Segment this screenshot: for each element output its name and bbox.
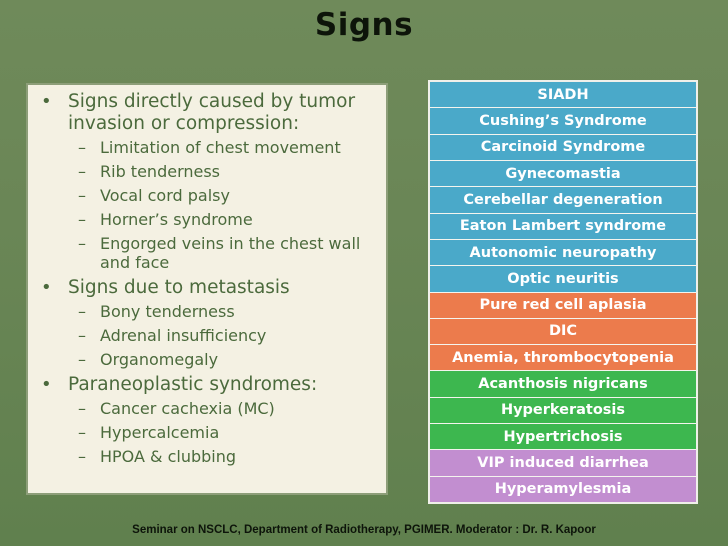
bullet-item: • Signs directly caused by tumor invasio… [38,91,378,272]
syndrome-row: Optic neuritis [430,266,696,293]
sub-item-text: Hypercalcemia [100,423,220,442]
syndrome-row: Acanthosis nigricans [430,371,696,398]
sub-item-text: Cancer cachexia (MC) [100,399,275,418]
sub-item: –Adrenal insufficiency [68,326,378,345]
syndrome-row: Carcinoid Syndrome [430,134,696,161]
syndrome-row: Cerebellar degeneration [430,187,696,214]
paraneoplastic-syndromes-table: SIADH Cushing’s Syndrome Carcinoid Syndr… [428,80,698,504]
syndrome-row: Anemia, thrombocytopenia [430,345,696,372]
sub-list: –Bony tenderness –Adrenal insufficiency … [68,302,378,369]
dash-icon: – [78,138,86,157]
sub-item-text: Engorged veins in the chest wall and fac… [100,234,361,272]
sub-item: –Organomegaly [68,350,378,369]
sub-list: –Limitation of chest movement –Rib tende… [68,138,378,272]
dash-icon: – [78,447,86,466]
bullet-item: • Signs due to metastasis –Bony tenderne… [38,277,378,369]
syndrome-row: Eaton Lambert syndrome [430,213,696,240]
bullet-icon: • [41,374,52,395]
syndrome-row: Pure red cell aplasia [430,292,696,319]
syndrome-row: Cushing’s Syndrome [430,108,696,135]
dash-icon: – [78,234,86,253]
syndrome-row: DIC [430,318,696,346]
syndrome-row: VIP induced diarrhea [430,450,696,477]
sub-item-text: Organomegaly [100,350,219,369]
bullet-text: Paraneoplastic syndromes: [68,374,318,395]
sub-item-text: Bony tenderness [100,302,235,321]
slide-footer: Seminar on NSCLC, Department of Radiothe… [132,524,596,536]
dash-icon: – [78,162,86,181]
dash-icon: – [78,186,86,205]
sub-item-text: Horner’s syndrome [100,210,253,229]
sub-item: –HPOA & clubbing [68,447,378,466]
syndrome-row: Hyperkeratosis [430,397,696,425]
sub-item-text: Vocal cord palsy [100,186,230,205]
sub-item: –Hypercalcemia [68,423,378,442]
slide-title: Signs [314,7,414,43]
syndrome-row: Hypertrichosis [430,424,696,451]
bullet-item: • Paraneoplastic syndromes: –Cancer cach… [38,374,378,466]
sub-item: –Horner’s syndrome [68,210,378,229]
sub-item-text: Limitation of chest movement [100,138,341,157]
sub-item: –Vocal cord palsy [68,186,378,205]
dash-icon: – [78,399,86,418]
sub-item: –Rib tenderness [68,162,378,181]
sub-item: –Limitation of chest movement [68,138,378,157]
sub-list: –Cancer cachexia (MC) –Hypercalcemia –HP… [68,399,378,466]
bullet-text: Signs directly caused by tumor invasion … [68,91,356,134]
bullet-text: Signs due to metastasis [68,277,290,298]
bullet-icon: • [41,91,52,112]
signs-list-panel: • Signs directly caused by tumor invasio… [26,83,388,495]
dash-icon: – [78,302,86,321]
sub-item: –Bony tenderness [68,302,378,321]
sub-item: –Cancer cachexia (MC) [68,399,378,418]
sub-item-text: HPOA & clubbing [100,447,237,466]
sub-item-text: Adrenal insufficiency [100,326,267,345]
sub-item-text: Rib tenderness [100,162,221,181]
dash-icon: – [78,210,86,229]
syndrome-row: Gynecomastia [430,160,696,188]
bullet-icon: • [41,277,52,298]
syndrome-row: SIADH [430,82,696,109]
sub-item: –Engorged veins in the chest wall and fa… [68,234,378,272]
syndrome-row: Autonomic neuropathy [430,239,696,267]
signs-list: • Signs directly caused by tumor invasio… [38,91,378,466]
syndrome-row: Hyperamylesmia [430,476,696,502]
dash-icon: – [78,326,86,345]
dash-icon: – [78,350,86,369]
dash-icon: – [78,423,86,442]
